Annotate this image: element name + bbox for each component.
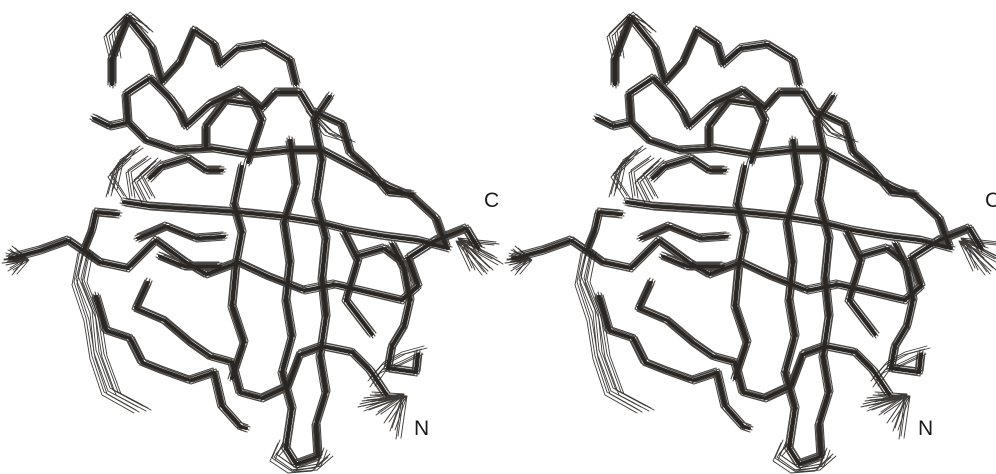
backbone-ensemble-right [505, 12, 996, 473]
n-terminus-label-left: N [414, 418, 429, 439]
c-terminus-label-left: C [484, 190, 499, 211]
c-terminus-label-right: C [985, 190, 996, 211]
backbone-ensemble-left [2, 12, 503, 473]
n-terminus-label-right: N [918, 418, 933, 439]
